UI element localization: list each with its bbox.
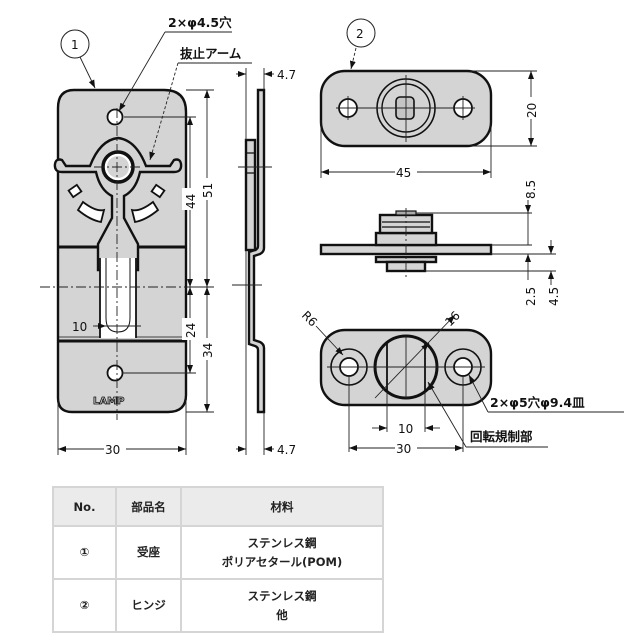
dim-44: 44 <box>184 194 198 209</box>
retaining-arm <box>53 136 183 334</box>
part2-side-view: 8.5 2.5 4.5 <box>319 180 561 306</box>
cell-no: ① <box>52 525 117 580</box>
dim-30-part2: 30 <box>396 442 411 456</box>
callout-2-text: 2 <box>356 27 364 41</box>
cell-part-name: 受座 <box>115 525 182 580</box>
cell-material: ステンレス鋼 ポリアセタール(POM) <box>180 525 384 580</box>
rotation-note: 回転規制部 <box>470 429 533 444</box>
dim-10-slot: 10 <box>72 320 87 334</box>
table-row: ① 受座 ステンレス鋼 ポリアセタール(POM) <box>52 525 384 580</box>
dim-4.5: 4.5 <box>547 287 561 306</box>
cell-part-name: ヒンジ <box>115 578 182 633</box>
callout-bubble-1 <box>60 29 90 59</box>
part1-front-view: LAMP <box>40 88 210 420</box>
header-material: 材料 <box>180 486 384 527</box>
dim-2.5: 2.5 <box>524 287 538 306</box>
table-header-row: No. 部品名 材料 <box>52 486 384 527</box>
dim-20: 20 <box>525 103 539 118</box>
dim-10-flat: 10 <box>398 422 413 436</box>
dim-8.5: 8.5 <box>524 180 538 199</box>
material-line: ステンレス鋼 <box>247 535 317 550</box>
dim-R6: R6 <box>299 308 320 329</box>
callout-bubble-2 <box>346 18 376 48</box>
part1-dimensions: 44 51 24 34 30 10 <box>57 89 215 457</box>
mount-hole-bottom <box>106 364 124 382</box>
part2-top-view: 2 20 45 <box>319 18 539 180</box>
dim-30-part1: 30 <box>105 443 120 457</box>
dim-4.7-bottom: 4.7 <box>277 443 296 457</box>
dim-45: 45 <box>396 166 411 180</box>
part2-bottom-view: R6 16 10 30 2×φ5穴φ9.4皿 回転規制部 <box>299 308 624 456</box>
header-part-name: 部品名 <box>115 486 182 527</box>
dim-4.7-top: 4.7 <box>277 68 296 82</box>
lamp-logo: LAMP <box>93 396 124 407</box>
part1-callouts: 1 2×φ4.5穴 抜止アーム <box>60 15 252 161</box>
materials-table: No. 部品名 材料 ① 受座 ステンレス鋼 ポリアセタール(POM) ② ヒン… <box>52 486 384 633</box>
cell-material: ステンレス鋼 他 <box>180 578 384 633</box>
hole-note-part2: 2×φ5穴φ9.4皿 <box>490 395 585 410</box>
window-right <box>150 183 166 199</box>
table-row: ② ヒンジ ステンレス鋼 他 <box>52 578 384 633</box>
callout-1-text: 1 <box>71 38 79 52</box>
hole-note-part1: 2×φ4.5穴 <box>168 15 232 30</box>
mount-hole-top <box>106 108 124 126</box>
material-line: ステンレス鋼 <box>247 588 317 603</box>
header-no: No. <box>52 486 117 527</box>
dim-16: 16 <box>442 308 463 329</box>
dim-24: 24 <box>184 323 198 338</box>
dim-51: 51 <box>201 183 215 198</box>
dim-34: 34 <box>201 343 215 358</box>
window-left <box>67 183 83 199</box>
part1-side-view: 4.7 4.7 <box>232 68 296 457</box>
material-line: 他 <box>276 607 288 622</box>
arm-note: 抜止アーム <box>180 46 242 61</box>
side-arm-block <box>244 138 257 252</box>
cell-no: ② <box>52 578 117 633</box>
material-line: ポリアセタール(POM) <box>221 554 343 569</box>
